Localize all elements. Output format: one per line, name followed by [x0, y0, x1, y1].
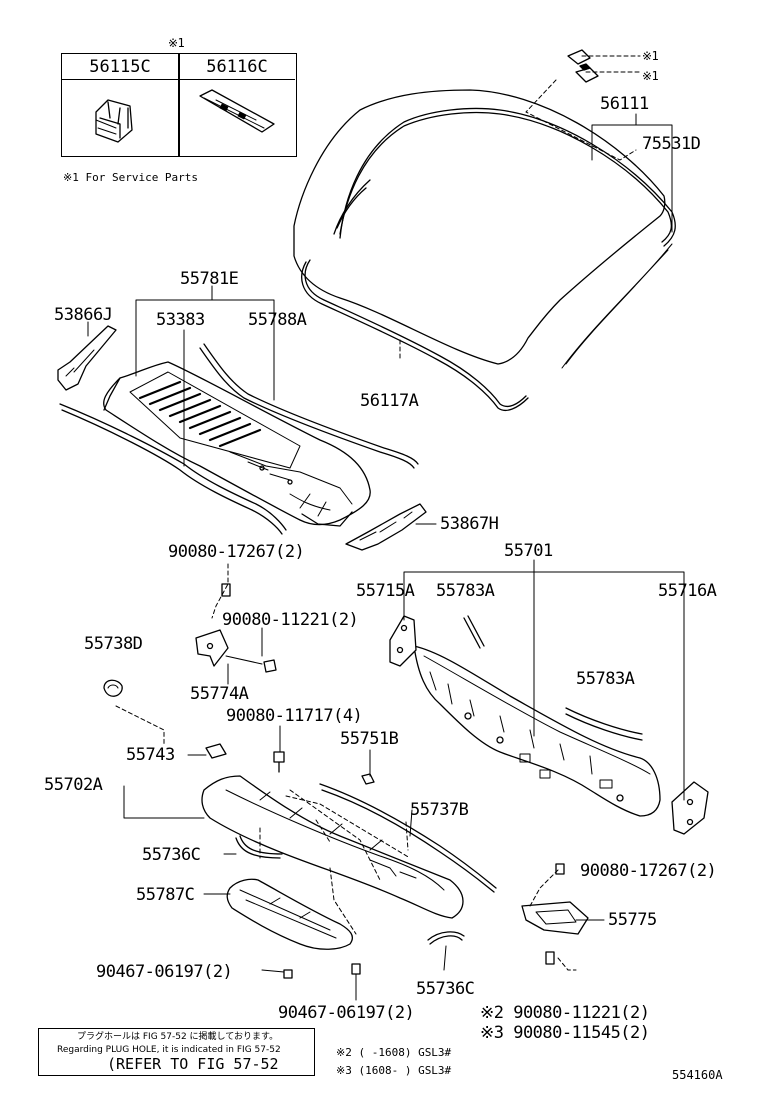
service-parts-note: ※1 For Service Parts [63, 171, 199, 184]
seal-55736c-right [427, 931, 465, 945]
clip-55751b [361, 773, 375, 785]
callout-55781e[interactable]: 55781E [180, 269, 239, 289]
callout-55783a-upper[interactable]: 55783A [436, 581, 495, 601]
clip-55743 [205, 743, 227, 759]
clip-parts-top [567, 49, 599, 83]
callout-90467-06197-left[interactable]: 90467-06197(2) [96, 962, 233, 982]
callout-53866j[interactable]: 53866J [54, 305, 113, 325]
callout-55737b[interactable]: 55737B [410, 800, 469, 820]
callout-53867h[interactable]: 53867H [440, 514, 499, 534]
cowl-side-53867h [345, 503, 427, 551]
service-part-56116c-image [199, 89, 275, 133]
footnote-2: ※2 ( -1608) GSL3# [336, 1046, 452, 1059]
dam-56117a [301, 259, 529, 412]
service-part-56115c-image [95, 99, 133, 143]
cowl-panel-55702a [201, 775, 464, 919]
grommet-55738d [103, 679, 123, 697]
callout-55701[interactable]: 55701 [504, 541, 553, 561]
seal-55783a-lower [565, 707, 643, 741]
windshield-glass-56111 [293, 89, 673, 369]
cover-55787c [226, 878, 354, 950]
callout-56117a[interactable]: 56117A [360, 391, 419, 411]
side-panel-55716a [671, 781, 709, 835]
callout-90080-17267-lower[interactable]: 90080-17267(2) [580, 861, 717, 881]
callout-55743[interactable]: 55743 [126, 745, 175, 765]
callout-55775[interactable]: 55775 [608, 910, 657, 930]
bolt-90080-11717 [273, 751, 285, 773]
figure-code: 554160A [672, 1068, 723, 1082]
service-table-marker: ※1 [168, 36, 185, 50]
callout-90080-17267-upper[interactable]: 90080-17267(2) [168, 542, 305, 562]
callout-55736c-left[interactable]: 55736C [142, 845, 201, 865]
callout-90467-06197-bottom[interactable]: 90467-06197(2) [278, 1003, 415, 1023]
callout-55788a[interactable]: 55788A [248, 310, 307, 330]
callout-75531d[interactable]: 75531D [642, 134, 701, 154]
side-panel-55715a [389, 615, 417, 667]
refer-fig-box: プラグホールは FIG 57-52 に掲載しております。 Regarding P… [38, 1028, 315, 1076]
refer-note-japanese: プラグホールは FIG 57-52 に掲載しております。 [77, 1032, 279, 1042]
refer-note-english: Regarding PLUG HOLE, it is indicated in … [57, 1045, 281, 1055]
seal-55736c-left [235, 835, 283, 859]
callout-55787c[interactable]: 55787C [136, 885, 195, 905]
callout-90080-11221-upper[interactable]: 90080-11221(2) [222, 610, 359, 630]
callout-56111[interactable]: 56111 [600, 94, 649, 114]
cowl-side-53866j [57, 325, 117, 391]
callout-55716a[interactable]: 55716A [658, 581, 717, 601]
footnote-3: ※3 (1608- ) GSL3# [336, 1064, 452, 1077]
cowl-panel-55701 [413, 645, 661, 817]
refer-fig-link[interactable]: (REFER TO FIG 57-52 [107, 1055, 279, 1073]
clip-mark-2: ※1 [642, 69, 659, 83]
seal-53383 [59, 403, 287, 535]
bracket-55775 [521, 863, 589, 965]
callout-90080-11221-lower[interactable]: ※2 90080-11221(2) [480, 1003, 650, 1023]
callout-55715a[interactable]: 55715A [356, 581, 415, 601]
service-table-col-56116c: 56116C [179, 54, 295, 80]
callout-55783a-lower[interactable]: 55783A [576, 669, 635, 689]
callout-53383[interactable]: 53383 [156, 310, 205, 330]
seal-55783a-upper [463, 615, 485, 649]
service-parts-table: 56115C 56116C [61, 53, 297, 157]
callout-55738d[interactable]: 55738D [84, 634, 143, 654]
leader-lines [87, 55, 685, 1001]
service-table-col-56115c: 56115C [62, 54, 178, 80]
clip-90467-06197 [283, 963, 361, 979]
seal-55737b [319, 783, 497, 893]
callout-90080-11717[interactable]: 90080-11717(4) [226, 706, 363, 726]
callout-55702a[interactable]: 55702A [44, 775, 103, 795]
callout-55736c-right[interactable]: 55736C [416, 979, 475, 999]
bracket-55774a [195, 583, 277, 673]
callout-55751b[interactable]: 55751B [340, 729, 399, 749]
callout-90080-11545[interactable]: ※3 90080-11545(2) [480, 1023, 650, 1043]
seal-55788a [199, 343, 419, 469]
callout-55774a[interactable]: 55774A [190, 684, 249, 704]
clip-mark-1: ※1 [642, 49, 659, 63]
cowl-top-ventilator-55781e [103, 361, 371, 527]
